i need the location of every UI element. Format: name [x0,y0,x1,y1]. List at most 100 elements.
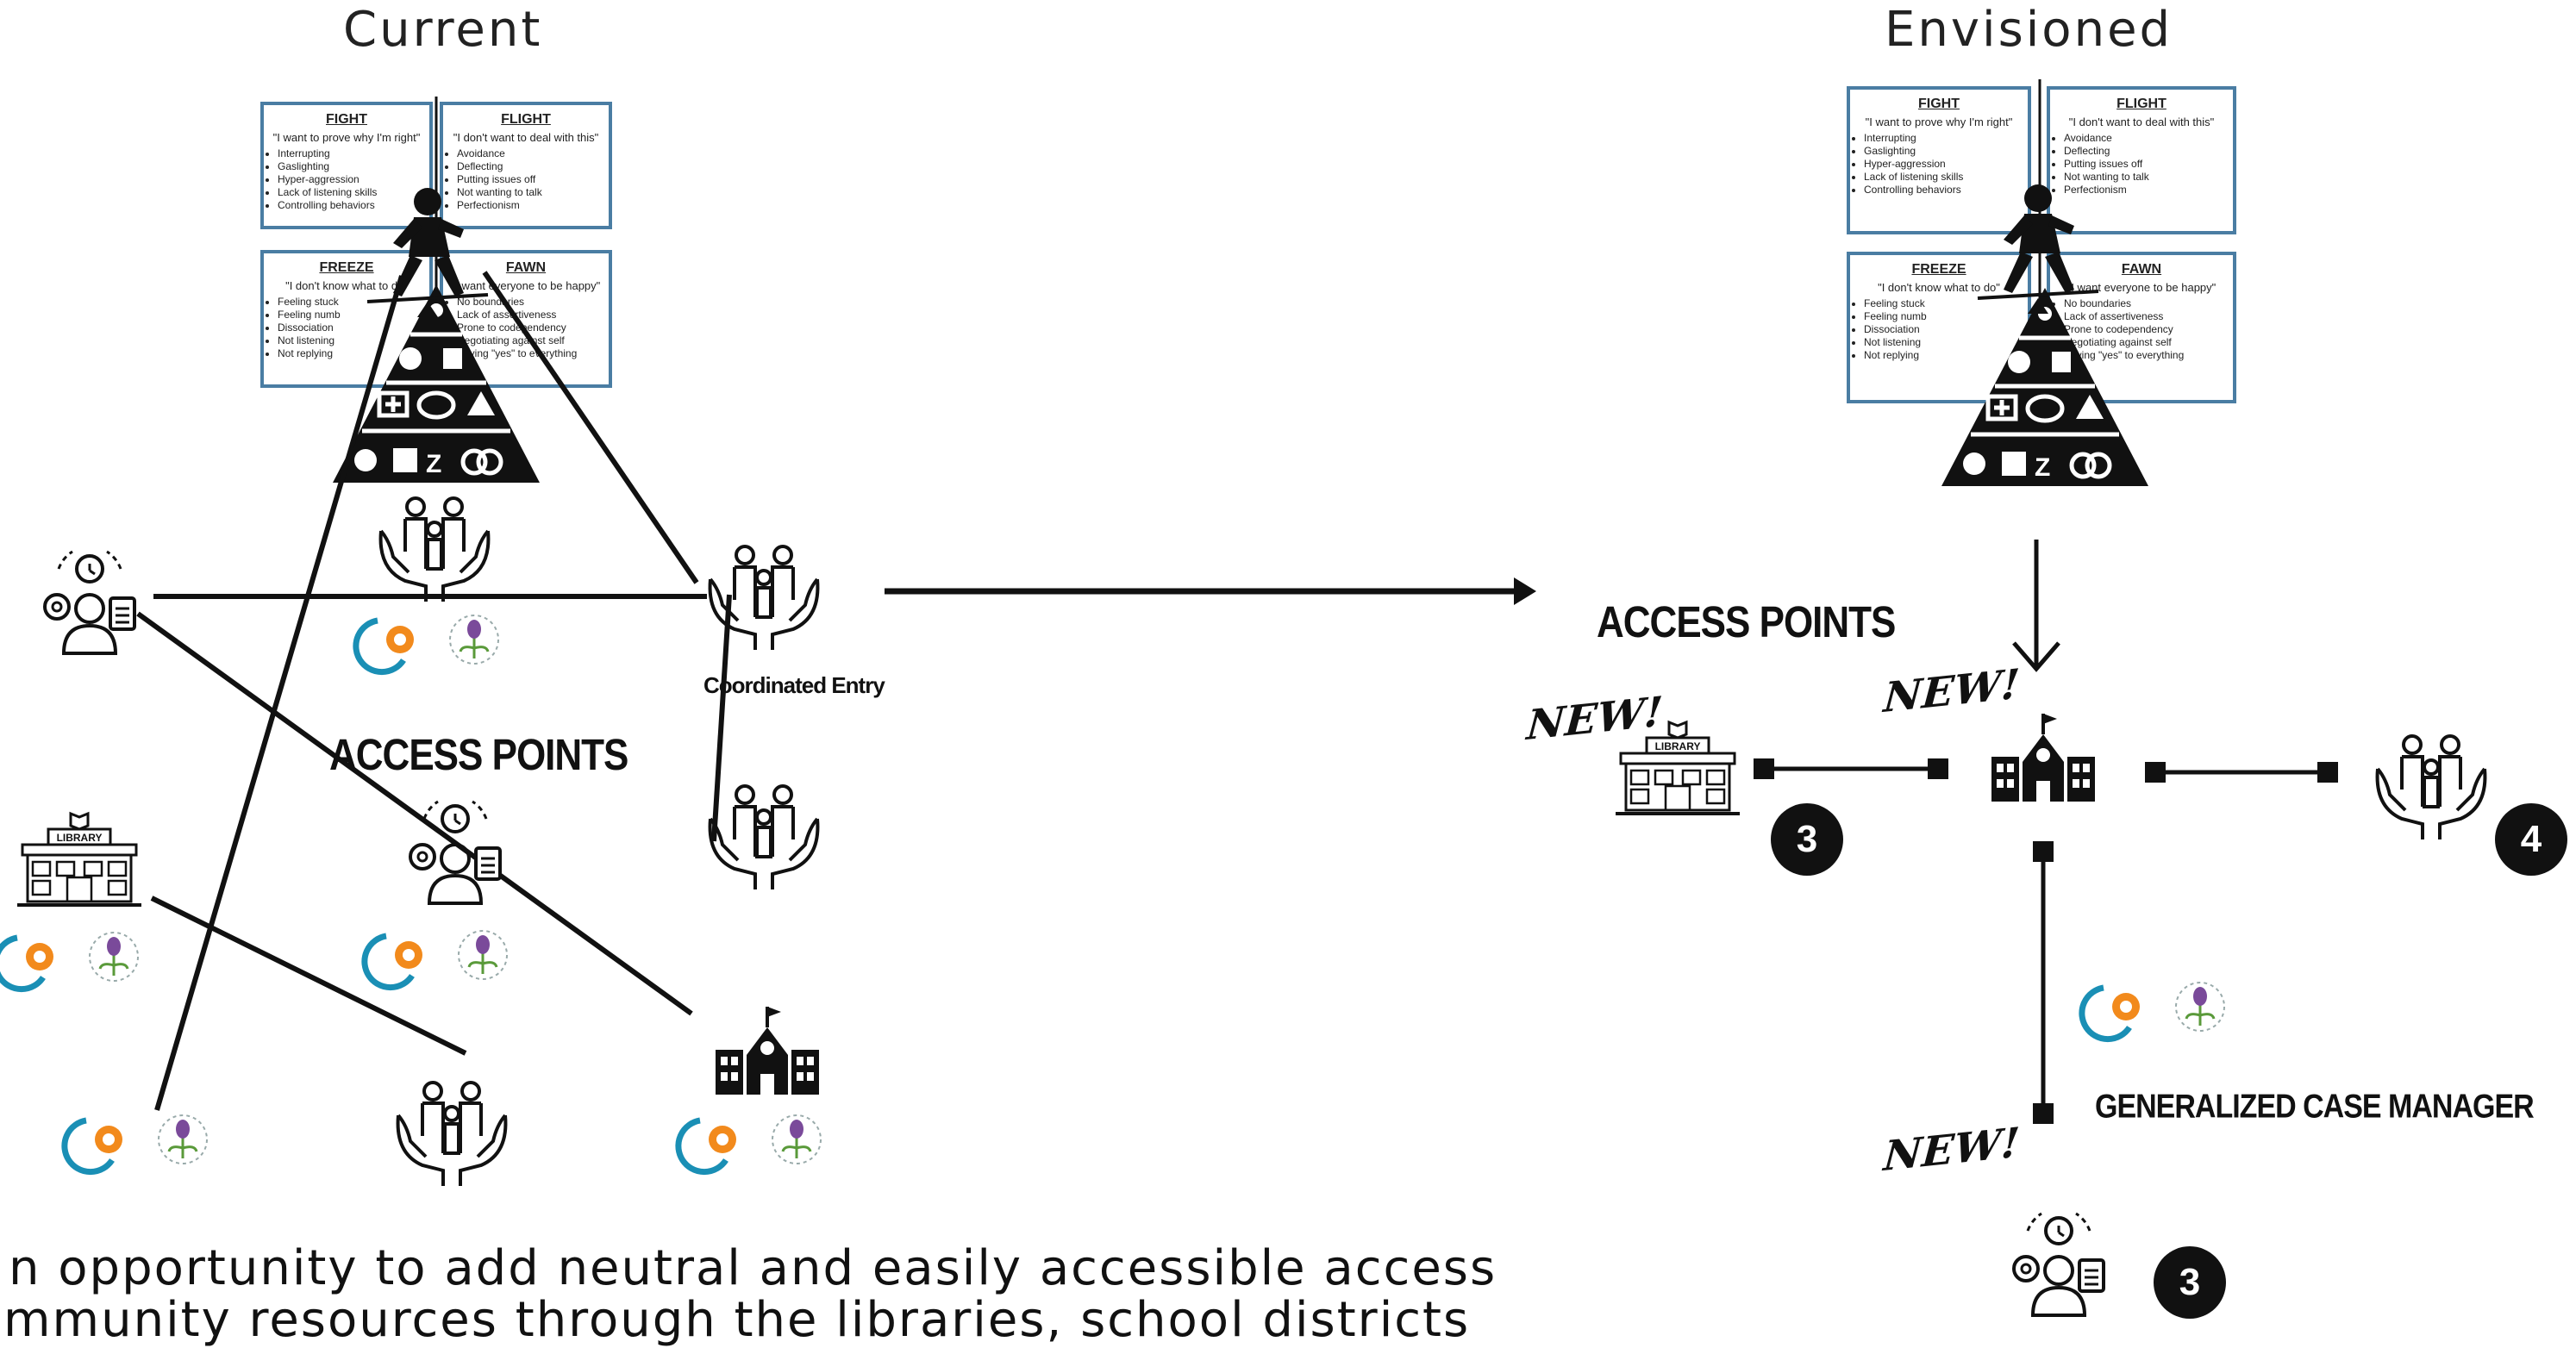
connector-endpoint [2033,841,2054,862]
freeze-item: Not replying [278,347,429,360]
balancing-figure-icon [1976,183,2100,315]
fawn-item: Negotiating against self [2064,336,2233,349]
partner-logo-icon [2082,983,2224,1039]
fawn-item: Negotiating against self [457,334,609,347]
connector-endpoint [1928,758,1948,779]
partner-logo-icon [0,933,138,989]
fight-item: Interrupting [278,147,429,160]
access-points-label-left: ACCESS POINTS [329,731,628,780]
fawn-list: No boundaries Lack of assertiveness Pron… [2054,297,2233,362]
freeze-list: Feeling stuck Feeling numb Dissociation … [267,296,429,360]
flight-item: Putting issues off [457,173,609,186]
fight-item: Hyper-aggression [1864,158,2028,171]
generalized-case-manager-label: GENERALIZED CASE MANAGER [2095,1088,2535,1126]
fight-title: FIGHT [326,112,367,127]
flight-item: Perfectionism [457,199,609,212]
fight-item: Gaslighting [1864,145,2028,158]
flight-box-envisioned: FLIGHT "I don't want to deal with this" … [2047,86,2236,234]
connector-line [150,896,467,1056]
case-manager-icon [2012,1212,2105,1317]
partner-logo-icon [356,615,498,672]
flight-item: Not wanting to talk [457,186,609,199]
partner-logo-icon [365,931,507,988]
school-icon [714,1005,821,1096]
fight-title: FIGHT [1918,97,1960,111]
connector-line [154,275,404,1111]
fawn-title: FAWN [2121,262,2162,277]
flight-title: FLIGHT [2116,97,2166,111]
fawn-title: FAWN [505,260,547,275]
freeze-item: Feeling numb [278,309,429,321]
freeze-item: Feeling stuck [1864,297,2028,310]
flight-item: Deflecting [457,160,609,173]
title-envisioned: Envisioned [1885,2,2173,58]
freeze-item: Not listening [278,334,429,347]
freeze-quote: "I don't know what to do" [285,279,408,292]
flight-item: Putting issues off [2064,158,2233,171]
flight-quote: "I don't want to deal with this" [453,131,599,144]
fawn-item: No boundaries [2064,297,2233,310]
freeze-title: FREEZE [319,260,374,275]
fight-box-current: FIGHT "I want to prove why I'm right" In… [260,102,433,229]
diagram-graphics: Z [0,79,2487,1317]
school-icon [1990,712,2097,803]
hierarchy-pyramid-icon [1941,288,2148,486]
fight-item: Lack of listening skills [1864,171,2028,184]
freeze-item: Not replying [1864,349,2028,362]
connector-line [711,594,732,842]
flight-box-current: FLIGHT "I don't want to deal with this" … [440,102,612,229]
fawn-quote: "I want everyone to be happy" [2066,281,2216,294]
fawn-item: Prone to codependency [457,321,609,334]
flight-list: Avoidance Deflecting Putting issues off … [447,147,609,212]
fight-item: Lack of listening skills [278,186,429,199]
fight-box-envisioned: FIGHT "I want to prove why I'm right" In… [1847,86,2031,234]
family-care-icon [2375,734,2487,841]
freeze-item: Not listening [1864,336,2028,349]
library-icon [16,812,143,907]
fawn-item: Saying "yes" to everything [457,347,609,360]
family-care-icon [396,1081,508,1188]
case-manager-icon [43,550,136,655]
flight-list: Avoidance Deflecting Putting issues off … [2054,132,2233,197]
freeze-quote: "I don't know what to do" [1878,281,2000,294]
fight-quote: "I want to prove why I'm right" [272,131,421,144]
freeze-item: Dissociation [278,321,429,334]
hierarchy-pyramid-icon [333,284,540,483]
connector-endpoint [2317,762,2338,783]
connector-endpoint [2145,762,2166,783]
arrow-right-head [1514,577,1536,605]
balancing-figure-icon [366,186,490,319]
fight-item: Hyper-aggression [278,173,429,186]
fawn-item: Lack of assertiveness [457,309,609,321]
flight-quote: "I don't want to deal with this" [2068,115,2215,128]
fawn-item: Saying "yes" to everything [2064,349,2233,362]
fawn-item: Prone to codependency [2064,323,2233,336]
freeze-item: Dissociation [1864,323,2028,336]
connector-line [482,271,699,584]
fight-item: Gaslighting [278,160,429,173]
count-badge-case-manager: 3 [2154,1246,2226,1319]
family-care-icon [708,784,820,891]
fight-list: Interrupting Gaslighting Hyper-aggressio… [267,147,429,212]
connector-endpoint [1754,758,1774,779]
fawn-item: Lack of assertiveness [2064,310,2233,323]
caption-line-2: mmunity resources through the libraries,… [3,1292,1471,1348]
fight-item: Controlling behaviors [1864,184,2028,197]
diagram-canvas: Current Envisioned FIGHT "I want to prov… [0,0,2576,1320]
connector-endpoint [2033,1103,2054,1124]
flight-title: FLIGHT [501,112,551,127]
freeze-item: Feeling numb [1864,310,2028,323]
coordinated-entry-label: Coordinated Entry [703,672,885,698]
access-points-label-right: ACCESS POINTS [1597,598,1896,647]
freeze-item: Feeling stuck [278,296,429,309]
flight-item: Perfectionism [2064,184,2233,197]
connector-line [136,611,693,1016]
flight-item: Deflecting [2064,145,2233,158]
family-care-icon [378,496,491,603]
caption-line-1: n opportunity to add neutral and easily … [9,1240,1497,1296]
fight-quote: "I want to prove why I'm right" [1865,115,2013,128]
case-manager-icon [409,800,502,905]
freeze-list: Feeling stuck Feeling numb Dissociation … [1854,297,2028,362]
fight-item: Controlling behaviors [278,199,429,212]
partner-logo-icon [678,1115,821,1172]
